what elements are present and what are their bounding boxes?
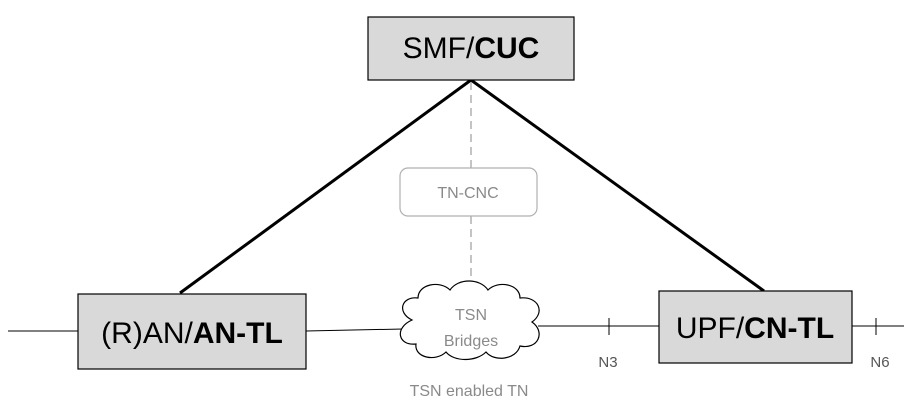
smf-cuc-node: SMF/CUC — [367, 16, 575, 81]
tn-cnc-label: TN-CNC — [437, 185, 498, 202]
ran-an-tl-node: (R)AN/AN-TL — [77, 293, 307, 370]
ran-bridges-link — [305, 328, 404, 332]
smf-upf-link — [470, 78, 765, 293]
n6-interface-label: N6 — [870, 354, 889, 371]
tn-cnc-node: TN-CNC — [399, 167, 538, 217]
tsn-enabled-tn-caption: TSN enabled TN — [410, 383, 529, 400]
tsn-bridges-line2: Bridges — [444, 333, 498, 350]
n3-interface-label: N3 — [598, 354, 617, 371]
smf-ran-link — [179, 78, 472, 295]
upf-cn-tl-label: UPF/CN-TL — [676, 312, 834, 345]
tsn-bridges-cloud: TSN Bridges — [399, 280, 540, 361]
smf-cuc-label: SMF/CUC — [403, 32, 540, 65]
upf-cn-tl-node: UPF/CN-TL — [658, 290, 853, 364]
ran-an-tl-label: (R)AN/AN-TL — [101, 317, 283, 350]
tsn-bridges-line1: TSN — [455, 307, 487, 324]
